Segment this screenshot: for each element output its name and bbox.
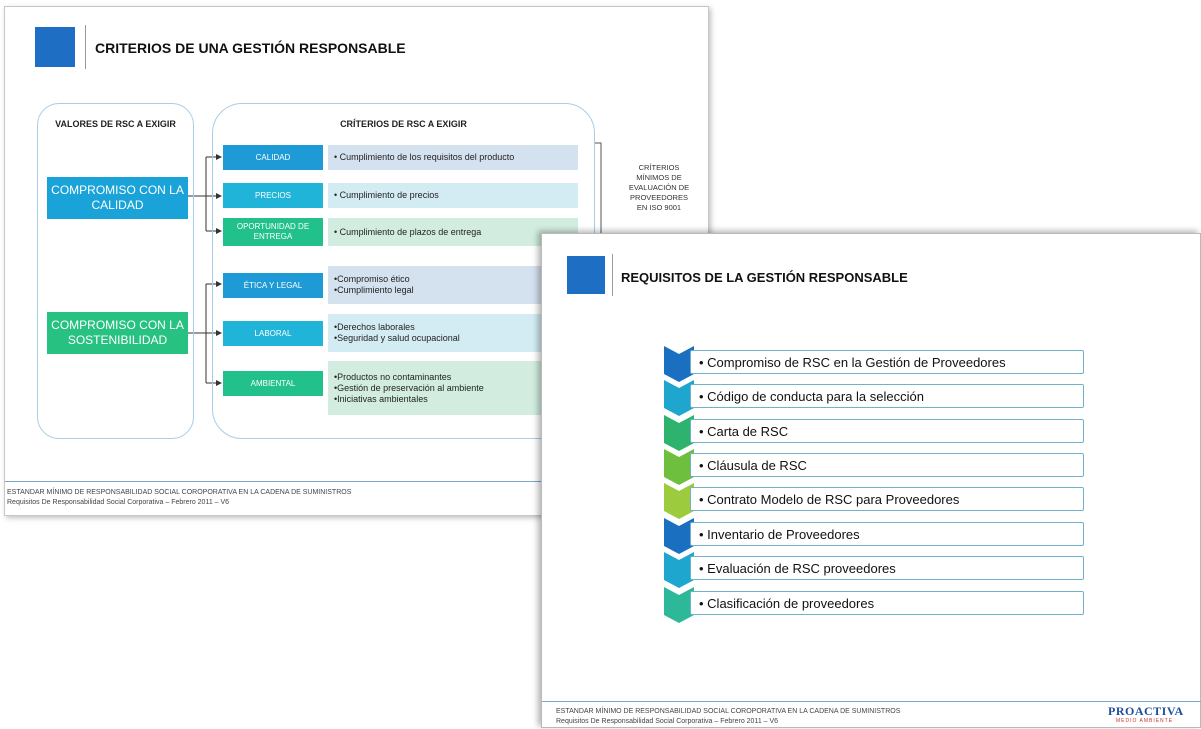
footer-subtitle: Requisitos De Responsabilidad Social Cor… [556,718,779,725]
values-panel [37,103,194,439]
criterion-calidad: CALIDAD [223,145,323,170]
chevron-marker [664,449,694,485]
note-line: CRÍTERIOS [638,163,680,172]
slide-title: REQUISITOS DE LA GESTIÓN RESPONSABLE [621,270,908,285]
value-box-calidad: COMPROMISO CON LA CALIDAD [47,177,188,219]
chevron-marker [664,415,694,451]
requirements-slide: REQUISITOS DE LA GESTIÓN RESPONSABLE • C… [541,233,1201,728]
header-square [35,27,75,67]
footer-subtitle: Requisitos De Responsabilidad Social Cor… [7,499,230,506]
detail-item: •Cumplimiento legal [334,285,414,295]
chevron-marker [664,587,694,623]
header-square [567,256,605,294]
iso-note: CRÍTERIOS MÍNIMOS DE EVALUACIÓN DE PROVE… [619,163,699,213]
chevron-marker [664,346,694,382]
note-line: PROVEEDORES [630,193,688,202]
footer-title: ESTANDAR MÍNIMO DE RESPONSABILIDAD SOCIA… [7,489,352,496]
values-header: VALORES DE RSC A EXIGIR [55,119,176,129]
footer-divider [542,701,1201,702]
chevron-marker [664,380,694,416]
detail-item: •Iniciativas ambientales [334,393,428,404]
criterion-detail: • Cumplimiento de precios [328,183,578,208]
note-line: EN ISO 9001 [636,203,682,212]
chevron-marker [664,518,694,554]
requirement-item: • Código de conducta para la selección [690,384,1084,408]
detail-item: • Cumplimiento de plazos de entrega [334,226,482,237]
criterion-detail: • Cumplimiento de los requisitos del pro… [328,145,578,170]
criterion-oportunidad: OPORTUNIDAD DE ENTREGA [223,218,323,246]
slide-title: CRITERIOS DE UNA GESTIÓN RESPONSABLE [95,40,406,56]
chevron-marker [664,483,694,519]
detail-item: •Derechos laborales [334,322,415,332]
criteria-header: CRÍTERIOS DE RSC A EXIGIR [340,119,467,129]
detail-item: • Cumplimiento de precios [334,190,439,200]
criterion-detail: •Productos no contaminantes •Gestión de … [328,361,578,415]
requirement-item: • Inventario de Proveedores [690,522,1084,546]
criterion-etica: ÉTICA Y LEGAL [223,273,323,298]
header-divider [85,25,86,69]
requirement-item: • Clasificación de proveedores [690,591,1084,615]
criterion-detail: •Derechos laborales •Seguridad y salud o… [328,314,578,352]
footer-title: ESTANDAR MÍNIMO DE RESPONSABILIDAD SOCIA… [556,708,901,715]
criterion-detail: • Cumplimiento de plazos de entrega [328,218,578,246]
criterion-laboral: LABORAL [223,321,323,346]
note-line: EVALUACIÓN DE [628,183,690,192]
requirement-item: • Compromiso de RSC en la Gestión de Pro… [690,350,1084,374]
value-box-sostenibilidad: COMPROMISO CON LA SOSTENIBILIDAD [47,312,188,354]
requirement-item: • Cláusula de RSC [690,453,1084,477]
note-line: MÍNIMOS DE [636,173,682,182]
detail-item: •Compromiso ético [334,274,410,284]
criterion-detail: •Compromiso ético •Cumplimiento legal [328,266,578,304]
detail-item: • Cumplimiento de los requisitos del pro… [334,152,515,162]
proactiva-logo-sub: MEDIO AMBIENTE [1116,718,1174,724]
criterion-precios: PRECIOS [223,183,323,208]
chevron-column [664,346,694,623]
proactiva-logo: PROACTIVA [1108,704,1184,718]
detail-item: •Gestión de preservación al ambiente [334,382,484,393]
requirement-item: • Contrato Modelo de RSC para Proveedore… [690,487,1084,511]
footer-divider [5,481,710,482]
header-divider [612,254,613,296]
detail-item: •Seguridad y salud ocupacional [334,333,460,343]
requirement-item: • Evaluación de RSC proveedores [690,556,1084,580]
requirement-item: • Carta de RSC [690,419,1084,443]
chevron-marker [664,552,694,588]
criterion-ambiental: AMBIENTAL [223,371,323,396]
detail-item: •Productos no contaminantes [334,371,452,382]
